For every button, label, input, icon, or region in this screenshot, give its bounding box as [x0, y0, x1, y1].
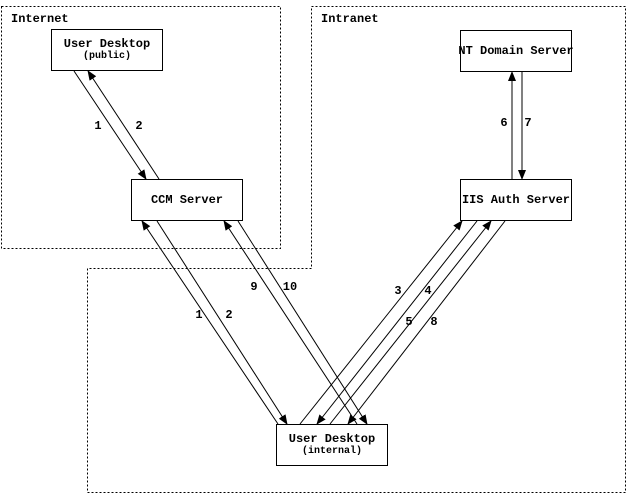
node-iis-auth-server: IIS Auth Server [460, 179, 572, 221]
arrow-step-3-user_desktop_internal-to-iis_auth_server [299, 220, 463, 425]
edge-step-label-8: 8 [430, 315, 438, 329]
node-ccm-server: CCM Server [131, 179, 243, 221]
edge-step-label-6: 6 [500, 116, 508, 130]
node-user-desktop-public: User Desktop (public) [51, 29, 163, 71]
edge-step-label-9: 9 [250, 280, 258, 294]
arrow-step-8-iis_auth_server-to-user_desktop_internal [347, 220, 506, 425]
edge-step-label-4: 4 [424, 284, 432, 298]
node-label: NT Domain Server [458, 43, 574, 58]
node-label: CCM Server [150, 192, 223, 207]
node-user-desktop-internal: User Desktop (internal) [276, 424, 388, 466]
arrow-step-4-iis_auth_server-to-user_desktop_internal [316, 220, 478, 425]
arrow-lines-group [73, 70, 526, 425]
node-sublabel: (internal) [301, 446, 362, 457]
node-label: User Desktop [63, 37, 151, 51]
intranet-region-label: Intranet [321, 12, 379, 26]
internet-region-outline [1, 6, 281, 249]
arrow-step-2-ccm_server-to-user_desktop_internal [156, 220, 288, 425]
edge-step-label-2: 2 [225, 308, 233, 322]
node-nt-domain-server: NT Domain Server [458, 30, 574, 72]
edge-step-label-3: 3 [394, 284, 402, 298]
edge-step-label-1: 1 [94, 119, 102, 133]
arrow-step-1-user_desktop_internal-to-ccm_server [141, 220, 279, 425]
arrow-step-5-user_desktop_internal-to-iis_auth_server [329, 220, 492, 425]
node-label: User Desktop [288, 432, 376, 446]
arrow-step-2-ccm_server-to-user_desktop_public [87, 70, 160, 180]
arrow-step-9-user_desktop_internal-to-ccm_server [223, 220, 358, 425]
edge-step-label-1: 1 [195, 308, 203, 322]
edge-step-label-2: 2 [135, 119, 143, 133]
node-label: IIS Auth Server [461, 192, 571, 207]
edge-step-label-7: 7 [524, 116, 532, 130]
edge-step-label-10: 10 [282, 280, 298, 294]
arrow-step-10-ccm_server-to-user_desktop_internal [237, 220, 368, 425]
arrow-step-1-user_desktop_public-to-ccm_server [73, 70, 147, 180]
node-sublabel: (public) [82, 51, 131, 62]
edge-step-label-5: 5 [405, 315, 413, 329]
intranet-region-outline [87, 6, 626, 493]
internet-region-label: Internet [11, 12, 69, 26]
